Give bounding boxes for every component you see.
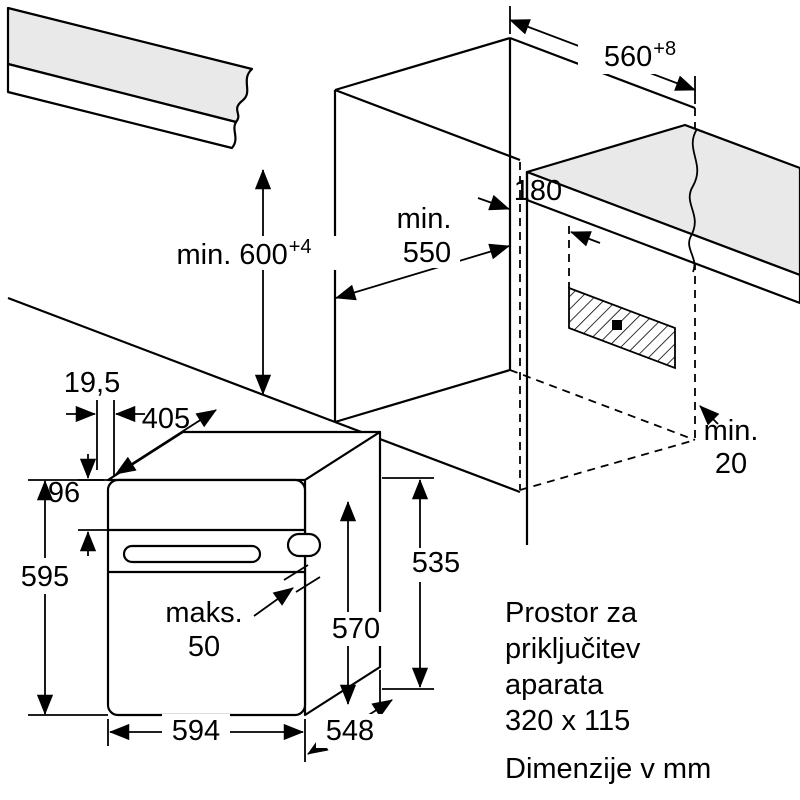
label-mask <box>406 548 468 582</box>
dimensions-top: 560+8 180 min. 550 min. 600+4 min. 20 <box>148 6 758 480</box>
note-line-3: aparata <box>505 669 604 701</box>
oven-side-face <box>303 430 382 717</box>
width-label: 594 <box>172 715 220 747</box>
panel-height-label: 96 <box>48 477 80 509</box>
units-caption: Dimenzije v mm <box>505 753 711 785</box>
niche-width-label: 560+8 <box>604 38 676 73</box>
back-gap-label-2: 20 <box>715 448 747 480</box>
back-gap-label-1: min. <box>704 415 759 447</box>
dim-50-arrow <box>253 587 294 617</box>
note-line-2: priključitev <box>505 633 641 665</box>
label-mask <box>148 236 344 270</box>
note-line-4: 320 x 115 <box>505 705 630 737</box>
dimensions-oven: 19,5 405 96 595 535 570 maks. 50 594 548 <box>16 367 468 762</box>
handle-label-2: 50 <box>188 631 220 663</box>
connection-point-dot <box>612 320 622 330</box>
oven-door-handle <box>122 544 262 564</box>
dim-20-arrow <box>699 405 720 426</box>
handle-ext-line <box>295 576 321 593</box>
niche-floor-right-edge <box>519 439 696 491</box>
niche-depth-label-1: min. <box>397 203 452 235</box>
niche-height-label: min. 600+4 <box>176 236 311 271</box>
label-mask <box>392 202 458 234</box>
dim-550-line <box>335 243 510 301</box>
label-mask <box>162 714 230 748</box>
handle-ext-line <box>283 564 309 581</box>
niche-ceiling-front-edge <box>334 88 521 162</box>
label-mask <box>326 612 388 646</box>
label-mask <box>16 558 76 594</box>
oven-drawing <box>106 430 382 717</box>
countertop-left-surface <box>6 6 254 124</box>
niche-ceiling-left-edge <box>334 36 511 92</box>
countertop-left <box>6 6 254 150</box>
handle-label-1: maks. <box>165 597 242 629</box>
depth-label: 548 <box>326 715 374 747</box>
countertop-left-front <box>6 62 238 150</box>
niche-floor-back-edge <box>509 369 696 441</box>
oven-handle-end <box>286 532 322 558</box>
top-depth-label: 405 <box>142 403 190 435</box>
niche-ceiling <box>335 38 695 160</box>
niche-depth-label-2: 550 <box>403 237 451 269</box>
dim-405-line <box>115 409 217 475</box>
front-trim-label: 19,5 <box>64 367 120 399</box>
niche-floor-left-edge <box>334 368 511 424</box>
label-mask <box>578 40 702 74</box>
body-height-label: 570 <box>332 613 380 645</box>
rear-height-label: 535 <box>412 547 460 579</box>
connection-offset-label: 180 <box>514 175 562 207</box>
floor-line-left <box>7 296 336 424</box>
dim-180-left-arrow <box>477 194 510 211</box>
label-mask <box>398 236 460 268</box>
note-line-1: Prostor za <box>505 597 638 629</box>
countertop-right <box>525 123 800 545</box>
countertop-break-line <box>688 128 699 273</box>
label-mask <box>316 714 384 748</box>
total-height-label: 595 <box>21 561 69 593</box>
annotation: Prostor za priključitev aparata 320 x 11… <box>505 597 711 785</box>
dim-180-right-arrow <box>570 231 601 247</box>
